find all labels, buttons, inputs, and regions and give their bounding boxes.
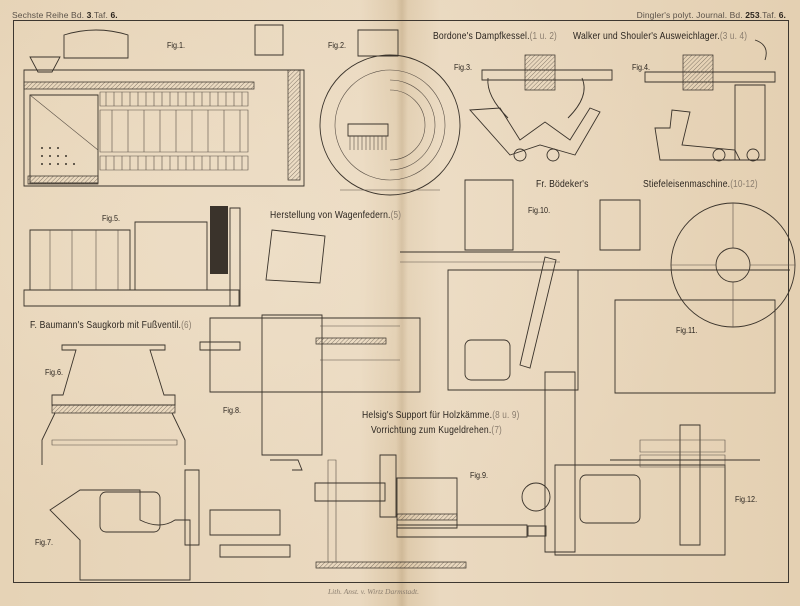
header-journal-plate: 6.	[778, 10, 786, 20]
fig5-label: Fig.5.	[102, 213, 121, 223]
title-text: F. Baumann's Saugkorb mit Fußventil.	[30, 319, 182, 331]
fig9-comb-support	[315, 455, 546, 568]
title-boedeker-a: Fr. Bödeker's	[536, 178, 589, 190]
header-journal-mid: .Taf.	[759, 10, 777, 20]
title-text: Herstellung von Wagenfedern.	[270, 209, 391, 221]
boiler-tube-rows	[100, 92, 248, 170]
fig12-label: Fig.12.	[735, 494, 758, 504]
fig6-label: Fig.6.	[45, 367, 64, 377]
title-ref: (6)	[181, 320, 192, 331]
fig4-label: Fig.4.	[632, 62, 651, 72]
title-walker-shouler-bearing: Walker und Shouler's Ausweichlager.(3 u.…	[573, 30, 747, 42]
plate-frame	[13, 20, 789, 583]
title-text: Bordone's Dampfkessel.	[433, 30, 530, 42]
title-ref: (10-12)	[730, 179, 758, 190]
title-ref: (7)	[491, 425, 502, 436]
fig5-spring-press	[24, 206, 240, 306]
title-boedeker-b: Stiefeleisenmaschine.(10-12)	[643, 178, 758, 190]
title-baumann-suction-basket: F. Baumann's Saugkorb mit Fußventil.(6)	[30, 319, 192, 331]
fig12-boot-iron-machine-plan	[522, 372, 760, 555]
header-series: Sechste Reihe Bd. 3.Taf. 6.	[12, 10, 118, 20]
fig1-boiler-drawing	[24, 25, 304, 186]
title-text: Walker und Shouler's Ausweichlager.	[573, 30, 720, 42]
header-series-volume: 3	[86, 10, 92, 20]
title-text: Helsig's Support für Holzkämme.	[362, 409, 493, 421]
header-series-plate: 6.	[110, 10, 118, 20]
fig4-bearing-drawing	[645, 40, 775, 161]
fig7-ball-turning-lathe	[50, 470, 290, 580]
fig2-boiler-section	[320, 30, 460, 195]
title-text: Stiefeleisenmaschine.	[643, 178, 731, 190]
title-ref: (1 u. 2)	[529, 31, 557, 42]
fig11-boot-iron-machine-side	[573, 200, 795, 393]
fig3-bearing-drawing	[470, 55, 612, 161]
fig6-suction-basket	[42, 345, 185, 465]
title-ref: (3 u. 4)	[719, 31, 748, 42]
title-ref: (5)	[390, 210, 402, 221]
fig1-label: Fig.1.	[167, 40, 186, 50]
title-ref: (8 u. 9)	[492, 410, 520, 421]
fig10-boot-iron-machine-front	[400, 180, 578, 390]
header-series-prefix: Sechste Reihe Bd.	[12, 10, 85, 20]
fig10-label: Fig.10.	[528, 205, 551, 215]
title-text: Vorrichtung zum Kugeldrehen.	[371, 424, 492, 436]
title-bordone-boiler: Bordone's Dampfkessel.(1 u. 2)	[433, 30, 557, 42]
title-text: Fr. Bödeker's	[536, 178, 589, 190]
header-series-mid: .Taf.	[91, 10, 108, 20]
fig2-label: Fig.2.	[328, 40, 347, 50]
fig7-label: Fig.7.	[35, 537, 54, 547]
title-wagenfedern: Herstellung von Wagenfedern.(5)	[270, 209, 401, 221]
header-journal-prefix: Dingler's polyt. Journal. Bd.	[636, 10, 743, 20]
title-helsig-support: Helsig's Support für Holzkämme.(8 u. 9)	[362, 409, 519, 421]
fig9-label: Fig.9.	[470, 470, 489, 480]
title-kugeldrehen: Vorrichtung zum Kugeldrehen.(7)	[371, 424, 502, 436]
fig8-label: Fig.8.	[223, 405, 242, 415]
fig3-label: Fig.3.	[454, 62, 473, 72]
page-fold	[396, 0, 408, 606]
header-journal-volume: 253	[745, 10, 760, 20]
header-journal: Dingler's polyt. Journal. Bd. 253.Taf. 6…	[637, 10, 786, 20]
fig11-label: Fig.11.	[676, 325, 698, 335]
lithographer-credit: Lith. Anst. v. Wirtz Darmstadt.	[328, 587, 419, 596]
fig8-comb-support	[200, 230, 420, 470]
